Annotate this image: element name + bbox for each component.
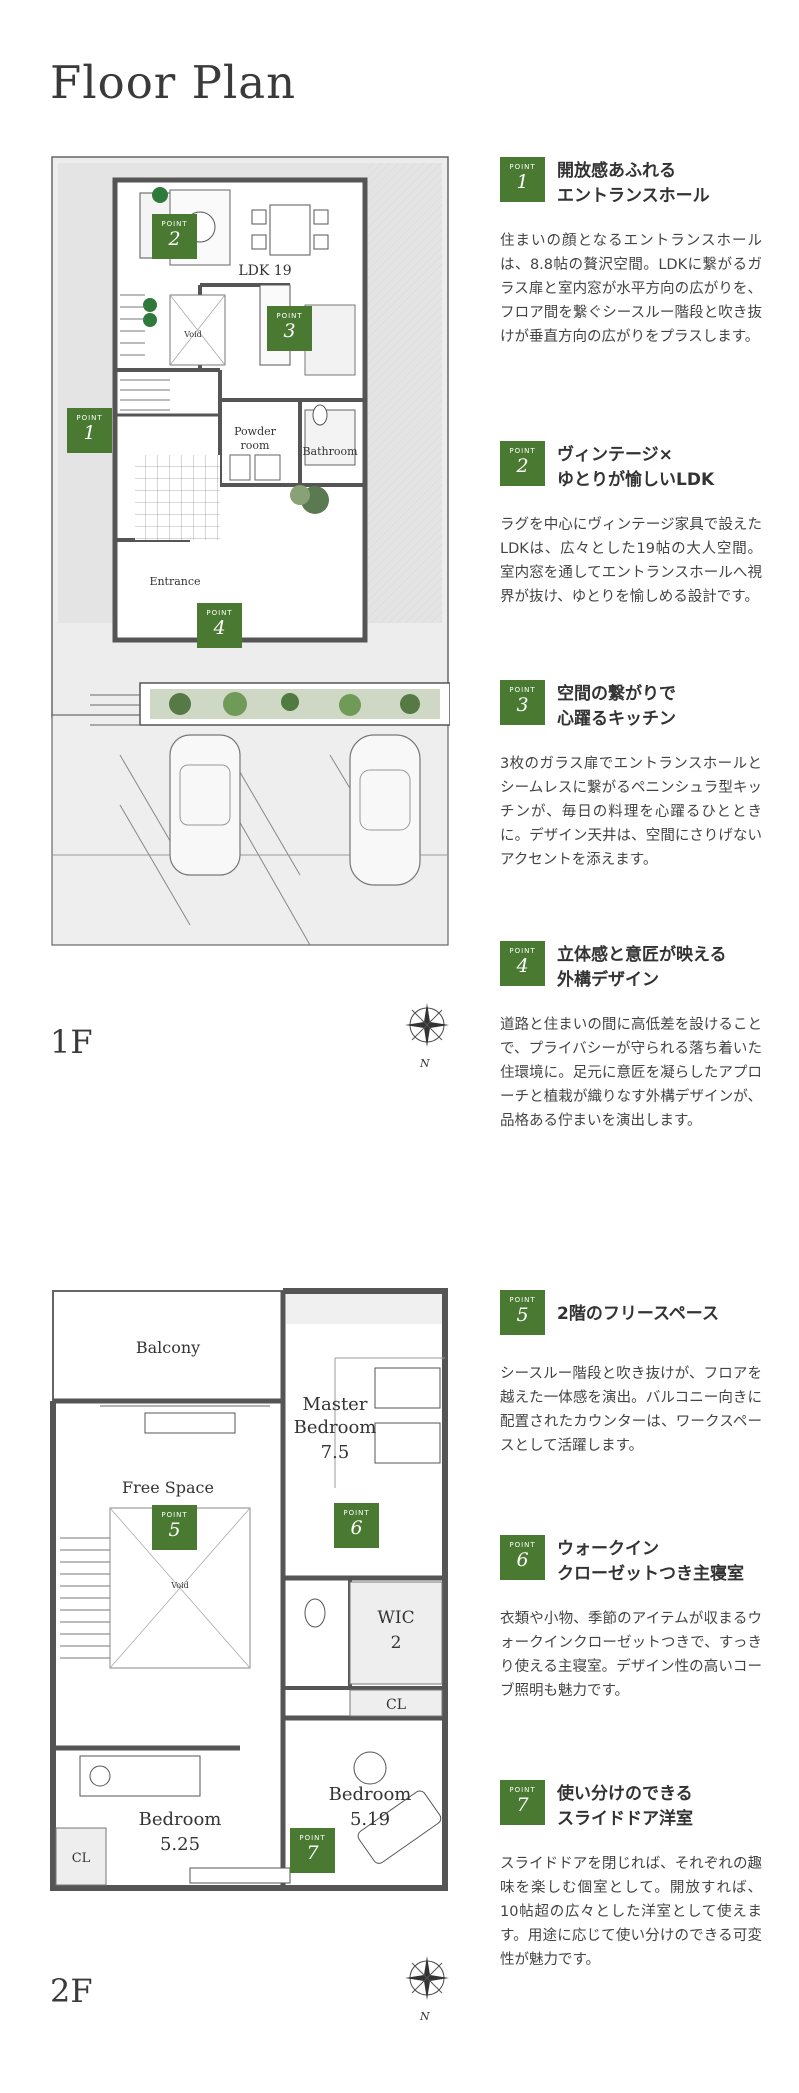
room-label-cl-master: CL — [386, 1697, 406, 1713]
room-label-powder-1: Powder — [234, 425, 277, 438]
point-title: 使い分けのできるスライドドア洋室 — [557, 1784, 693, 1829]
floor-label-2f: 2F — [50, 1972, 93, 2010]
room-label-master-3: 7.5 — [321, 1442, 350, 1463]
room-label-void: Void — [183, 330, 202, 339]
car-left — [169, 734, 241, 876]
page-title: Floor Plan — [50, 56, 297, 109]
room-label-bathroom: Bathroom — [302, 445, 358, 458]
compass-n-label: N — [419, 2010, 430, 2023]
room-label-bedroom-1a: Bedroom — [139, 1809, 222, 1830]
compass-icon: N — [405, 1003, 449, 1070]
point-body: 住まいの顔となるエントランスホールは、8.8帖の贅沢空間。LDKに繋がるガラス扉… — [500, 233, 762, 345]
point-body: スライドドアを閉じれば、それぞれの趣味を楽しむ個室として。開放すれば、10帖超の… — [500, 1856, 762, 1968]
point-body: 道路と住まいの間に高低差を設けることで、プライバシーが守られる落ち着いた住環境に… — [500, 1017, 762, 1129]
compass-icon: N — [405, 1956, 449, 2023]
floor-plan-2f: Balcony Master Bedroom 7.5 Free Space Vo… — [50, 1288, 448, 1891]
toilet — [312, 404, 328, 426]
floor-label-1f: 1F — [50, 1023, 93, 1061]
room-label-bedroom-1b: 5.25 — [160, 1834, 200, 1855]
point-title: 2階のフリースペース — [557, 1304, 719, 1324]
wic — [349, 1581, 443, 1685]
room-label-balcony: Balcony — [136, 1338, 200, 1357]
room-label-entrance: Entrance — [149, 575, 200, 588]
room-label-master-1: Master — [303, 1394, 368, 1415]
room-label-wic-2: 2 — [391, 1633, 402, 1653]
point-title: ヴィンテージ×ゆとりが愉しいLDK — [557, 445, 715, 490]
balcony — [52, 1290, 284, 1402]
room-label-bedroom-2b: 5.19 — [350, 1809, 390, 1830]
point-title: 立体感と意匠が映える外構デザイン — [557, 945, 727, 990]
room-label-wic-1: WIC — [377, 1608, 414, 1628]
point-body: 3枚のガラス扉でエントランスホールとシームレスに繋がるペニンシュラ型キッチンが、… — [500, 756, 762, 868]
room-label-powder-2: room — [241, 439, 271, 452]
room-label-free-space: Free Space — [122, 1478, 214, 1497]
room-label-void-2f: Void — [170, 1581, 189, 1590]
point-body: シースルー階段と吹き抜けが、フロアを越えた一体感を演出。バルコニー向きに配置され… — [500, 1366, 762, 1454]
room-label-bedroom-2a: Bedroom — [329, 1784, 412, 1805]
point-title: 開放感あふれるエントランスホール — [557, 161, 710, 206]
master-bed-2 — [374, 1422, 441, 1464]
point-body: 衣類や小物、季節のアイテムが収まるウォークインクローゼットつきで、すっきり使える… — [500, 1611, 762, 1699]
room-label-cl-bedroom: CL — [72, 1851, 91, 1866]
compass-n-label: N — [419, 1057, 430, 1070]
point-title: ウォークインクローゼットつき主寝室 — [557, 1539, 744, 1584]
point-title: 空間の繋がりで心躍るキッチン — [557, 684, 676, 729]
room-label-master-2: Bedroom — [294, 1417, 377, 1438]
car-right — [349, 734, 421, 886]
floor-plan-1f: LDK 19 Void Entrance Powder room Bathroo… — [51, 156, 450, 946]
room-label-ldk: LDK 19 — [238, 263, 291, 279]
dining-table — [269, 204, 311, 256]
point-body: ラグを中心にヴィンテージ家具で設えたLDKは、広々とした19帖の大人空間。室内窓… — [500, 517, 762, 605]
master-bed-1 — [374, 1367, 441, 1409]
